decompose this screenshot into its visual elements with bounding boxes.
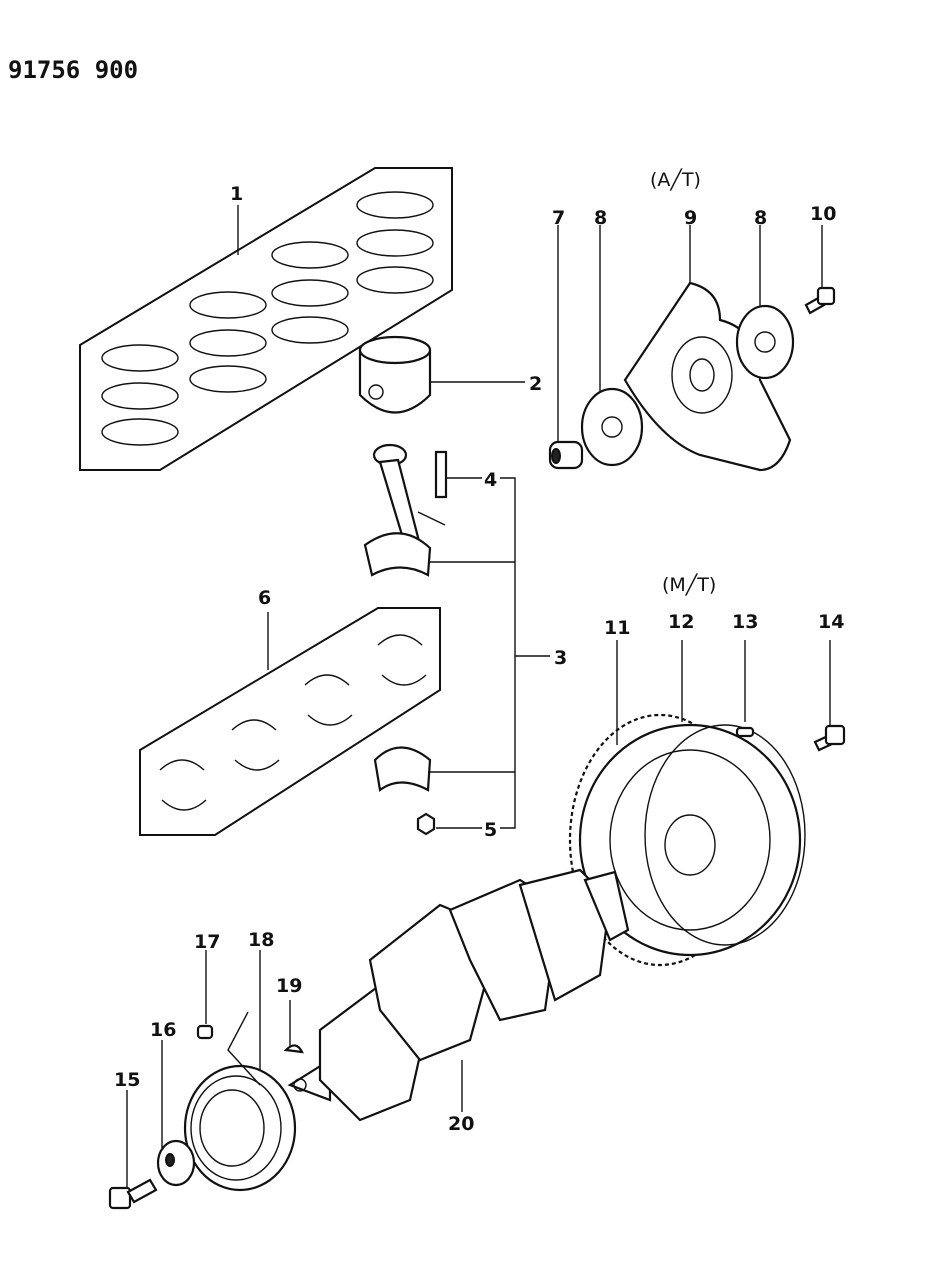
callout-2: 2 bbox=[529, 373, 542, 395]
callout-10: 10 bbox=[810, 203, 836, 225]
woodruff-key bbox=[283, 1000, 304, 1054]
drive-plate bbox=[623, 225, 792, 472]
callout-15: 15 bbox=[114, 1069, 140, 1091]
callout-1: 1 bbox=[230, 183, 243, 205]
rod-bearing-cap bbox=[373, 746, 515, 792]
callout-7: 7 bbox=[552, 207, 565, 229]
crank-pulley bbox=[183, 950, 297, 1192]
flywheel-bolt bbox=[813, 640, 846, 752]
callout-3: 3 bbox=[554, 647, 567, 669]
pulley-bolt bbox=[108, 1090, 158, 1210]
crankshaft bbox=[287, 868, 630, 1122]
rod-nut bbox=[416, 812, 482, 836]
document-number: 91756 900 bbox=[8, 56, 138, 84]
callout-17: 17 bbox=[194, 931, 220, 953]
ring-gear bbox=[644, 640, 806, 946]
drive-plate-spacer bbox=[735, 225, 795, 380]
callout-13: 13 bbox=[732, 611, 758, 633]
callout-8-adapter: 8 bbox=[594, 207, 607, 229]
pulley-washer bbox=[156, 1040, 196, 1187]
callout-4: 4 bbox=[484, 469, 497, 491]
group-heading-automatic: (A╱T) bbox=[650, 168, 701, 191]
callout-8-spacer: 8 bbox=[754, 207, 767, 229]
bearing-shells-set bbox=[139, 607, 441, 836]
callout-16: 16 bbox=[150, 1019, 176, 1041]
drive-plate-bolt bbox=[804, 225, 836, 315]
callout-11: 11 bbox=[604, 617, 630, 639]
callout-14: 14 bbox=[818, 611, 844, 633]
dowel-pin bbox=[735, 640, 755, 738]
callout-19: 19 bbox=[276, 975, 302, 997]
drive-plate-adapter bbox=[580, 225, 644, 467]
callout-18: 18 bbox=[248, 929, 274, 951]
callout-9: 9 bbox=[684, 207, 697, 229]
spacer-bushing bbox=[548, 225, 584, 470]
callout-5-nut: 5 bbox=[484, 819, 497, 841]
group-heading-manual: (M╱T) bbox=[662, 573, 716, 596]
piston-rings-set bbox=[79, 167, 453, 471]
callout-20: 20 bbox=[448, 1113, 474, 1135]
callout-bracket-3 bbox=[500, 477, 516, 829]
callout-12: 12 bbox=[668, 611, 694, 633]
callout-6: 6 bbox=[258, 587, 271, 609]
pulley-small-bolt bbox=[196, 950, 214, 1040]
piston bbox=[358, 335, 525, 414]
connecting-rod bbox=[363, 443, 515, 577]
